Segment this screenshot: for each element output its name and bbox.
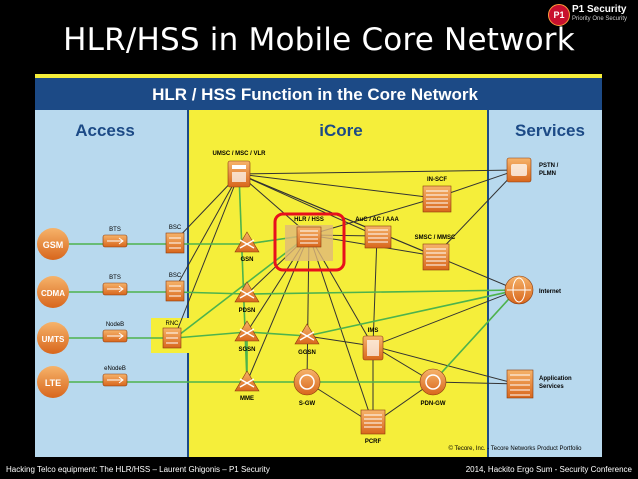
- logo-name: P1 Security: [572, 4, 627, 15]
- internet-label: Internet: [539, 289, 561, 295]
- nodeb: NodeB: [102, 322, 128, 343]
- gsn-label: GSN: [240, 257, 253, 263]
- enodeb-label: eNodeB: [104, 366, 126, 372]
- slide-title: HLR/HSS in Mobile Core Network: [63, 22, 575, 58]
- gsm-label: GSM: [43, 240, 64, 250]
- icore-label: iCore: [319, 121, 362, 140]
- bts-gsm-label: BTS: [109, 227, 121, 233]
- pdn-gw: PDN-GW: [419, 368, 447, 407]
- rnc-label: RNC: [166, 321, 180, 327]
- diagram-panel: HLR / HSS Function in the Core Network A…: [35, 74, 602, 457]
- auc-label: AuC / AC / AAA: [355, 217, 399, 223]
- pdsn-label: PDSN: [239, 308, 256, 314]
- s-gw: S-GW: [293, 368, 321, 407]
- access-network-umts: UMTS: [37, 322, 69, 354]
- umsc-label: UMSC / MSC / VLR: [212, 151, 266, 157]
- pdsn-router: PDSN: [234, 281, 260, 314]
- hlr-hss: HLR / HSS: [285, 217, 333, 261]
- ggsn-router: GGSN: [294, 323, 320, 356]
- bsc-cdma: BSC: [165, 273, 185, 302]
- bsc-gsm-label: BSC: [169, 225, 182, 231]
- smsc-label: SMSC / MMSC: [415, 235, 456, 241]
- gsn-router: GSN: [234, 231, 260, 263]
- hlr-highlight-box: [273, 212, 346, 272]
- footer-left: Hacking Telco equipment: The HLR/HSS – L…: [6, 465, 270, 474]
- diagram-copyright: © Tecore, Inc. - Tecore Networks Product…: [449, 445, 583, 452]
- sgsn-label: SGSN: [238, 347, 255, 353]
- sgw-label: S-GW: [299, 401, 316, 407]
- diagram-title: HLR / HSS Function in the Core Network: [152, 85, 478, 104]
- umsc-msc-vlr: UMSC / MSC / VLR: [212, 151, 266, 188]
- core-network-diagram: HLR / HSS Function in the Core Network A…: [35, 74, 602, 457]
- ggsn-label: GGSN: [298, 350, 316, 356]
- bsc-gsm: BSC: [165, 225, 185, 254]
- auc-ac-aaa: AuC / AC / AAA: [355, 217, 399, 249]
- access-network-lte: LTE: [37, 366, 69, 398]
- bts-cdma-label: BTS: [109, 275, 121, 281]
- services-label: Services: [515, 121, 585, 140]
- hlr-label: HLR / HSS: [294, 217, 324, 223]
- pcrf: PCRF: [360, 409, 386, 445]
- umts-label: UMTS: [42, 335, 65, 344]
- logo-badge: P1: [548, 4, 570, 26]
- signaling-links: [174, 169, 518, 425]
- footer-right: 2014, Hackito Ergo Sum - Security Confer…: [465, 465, 632, 474]
- in-scf: IN-SCF: [422, 177, 452, 213]
- inscf-label: IN-SCF: [427, 177, 447, 183]
- internet: Internet: [504, 275, 561, 305]
- mme-router: MME: [234, 370, 260, 402]
- ims: IMS: [362, 328, 384, 361]
- access-network-gsm: GSM: [37, 228, 69, 260]
- mme-label: MME: [240, 396, 254, 402]
- bsc-cdma-label: BSC: [169, 273, 182, 279]
- pdngw-label: PDN-GW: [421, 401, 446, 407]
- lte-label: LTE: [45, 378, 61, 388]
- header-accent: [35, 74, 602, 78]
- access-network-cdma: CDMA: [37, 276, 69, 308]
- nodeb-label: NodeB: [106, 322, 124, 328]
- enodeb: eNodeB: [102, 366, 128, 387]
- pstn-label: PSTN /PLMN: [539, 163, 559, 177]
- bts-cdma: BTS: [102, 275, 128, 296]
- pcrf-label: PCRF: [365, 439, 382, 445]
- logo-tagline: Priority One Security: [572, 16, 628, 22]
- pstn-plmn: PSTN /PLMN: [506, 157, 559, 183]
- sgsn-router: SGSN: [234, 320, 260, 353]
- rnc: RNC: [162, 321, 182, 349]
- bts-gsm: BTS: [102, 227, 128, 248]
- access-label: Access: [75, 121, 135, 140]
- smsc-mmsc: SMSC / MMSC: [415, 235, 456, 271]
- diagram-header: [35, 74, 602, 110]
- p1-security-logo: P1 P1 Security Priority One Security: [548, 4, 634, 26]
- ims-label: IMS: [368, 328, 379, 334]
- cdma-label: CDMA: [41, 289, 65, 298]
